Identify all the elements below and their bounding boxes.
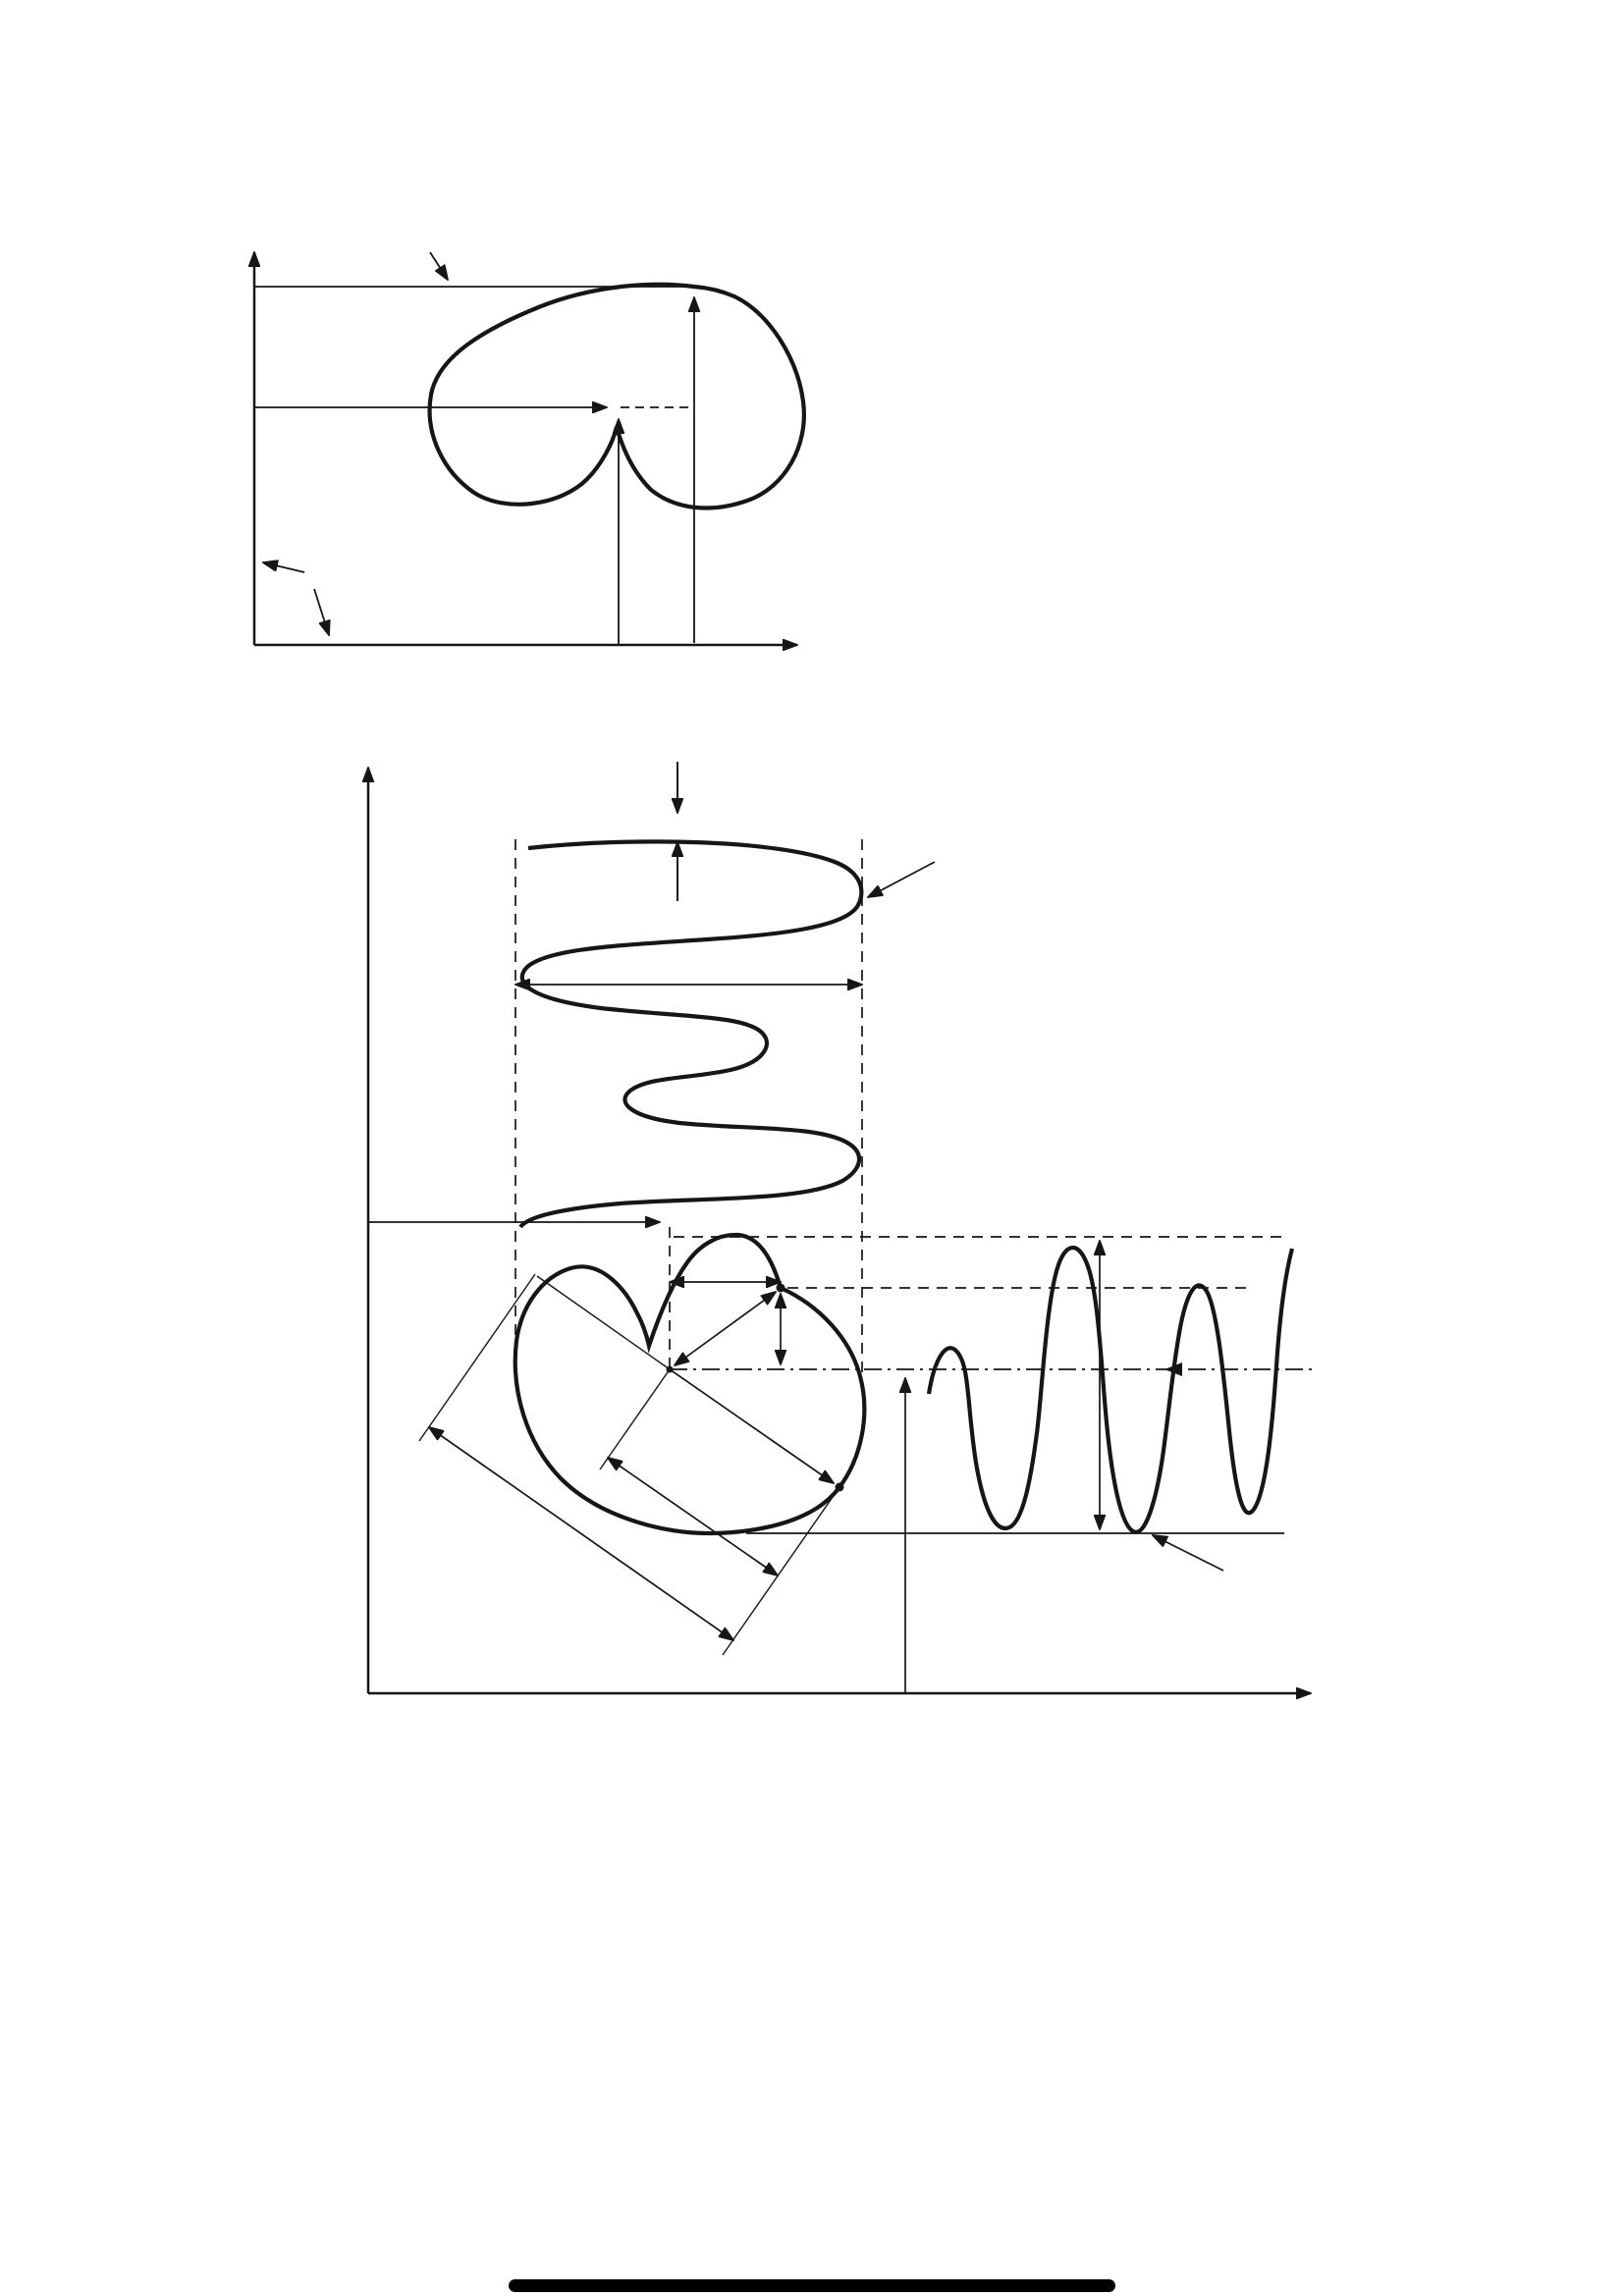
a3-reference-lines — [368, 1222, 1314, 1693]
figure-a2 — [236, 221, 825, 677]
figure-a2-canvas — [236, 221, 806, 677]
figure-a3 — [324, 736, 1365, 1728]
a3-points — [666, 1283, 844, 1492]
signal-a-curve — [518, 839, 864, 1229]
figure-a3-canvas — [324, 762, 1314, 1728]
signal-b-curve — [926, 1245, 1295, 1534]
a2-callout-arrows — [263, 251, 448, 635]
a3-dashed-bounds — [514, 839, 1284, 1376]
orbit-curve-a2 — [427, 282, 806, 510]
a2-axes — [254, 252, 797, 645]
orbit-curve-a3 — [513, 1232, 867, 1536]
a3-callout-arrows — [868, 861, 1224, 1572]
a3-axes — [368, 768, 1311, 1693]
a3-dimension-lines — [418, 985, 1100, 1656]
home-indicator[interactable] — [509, 2279, 1115, 2292]
